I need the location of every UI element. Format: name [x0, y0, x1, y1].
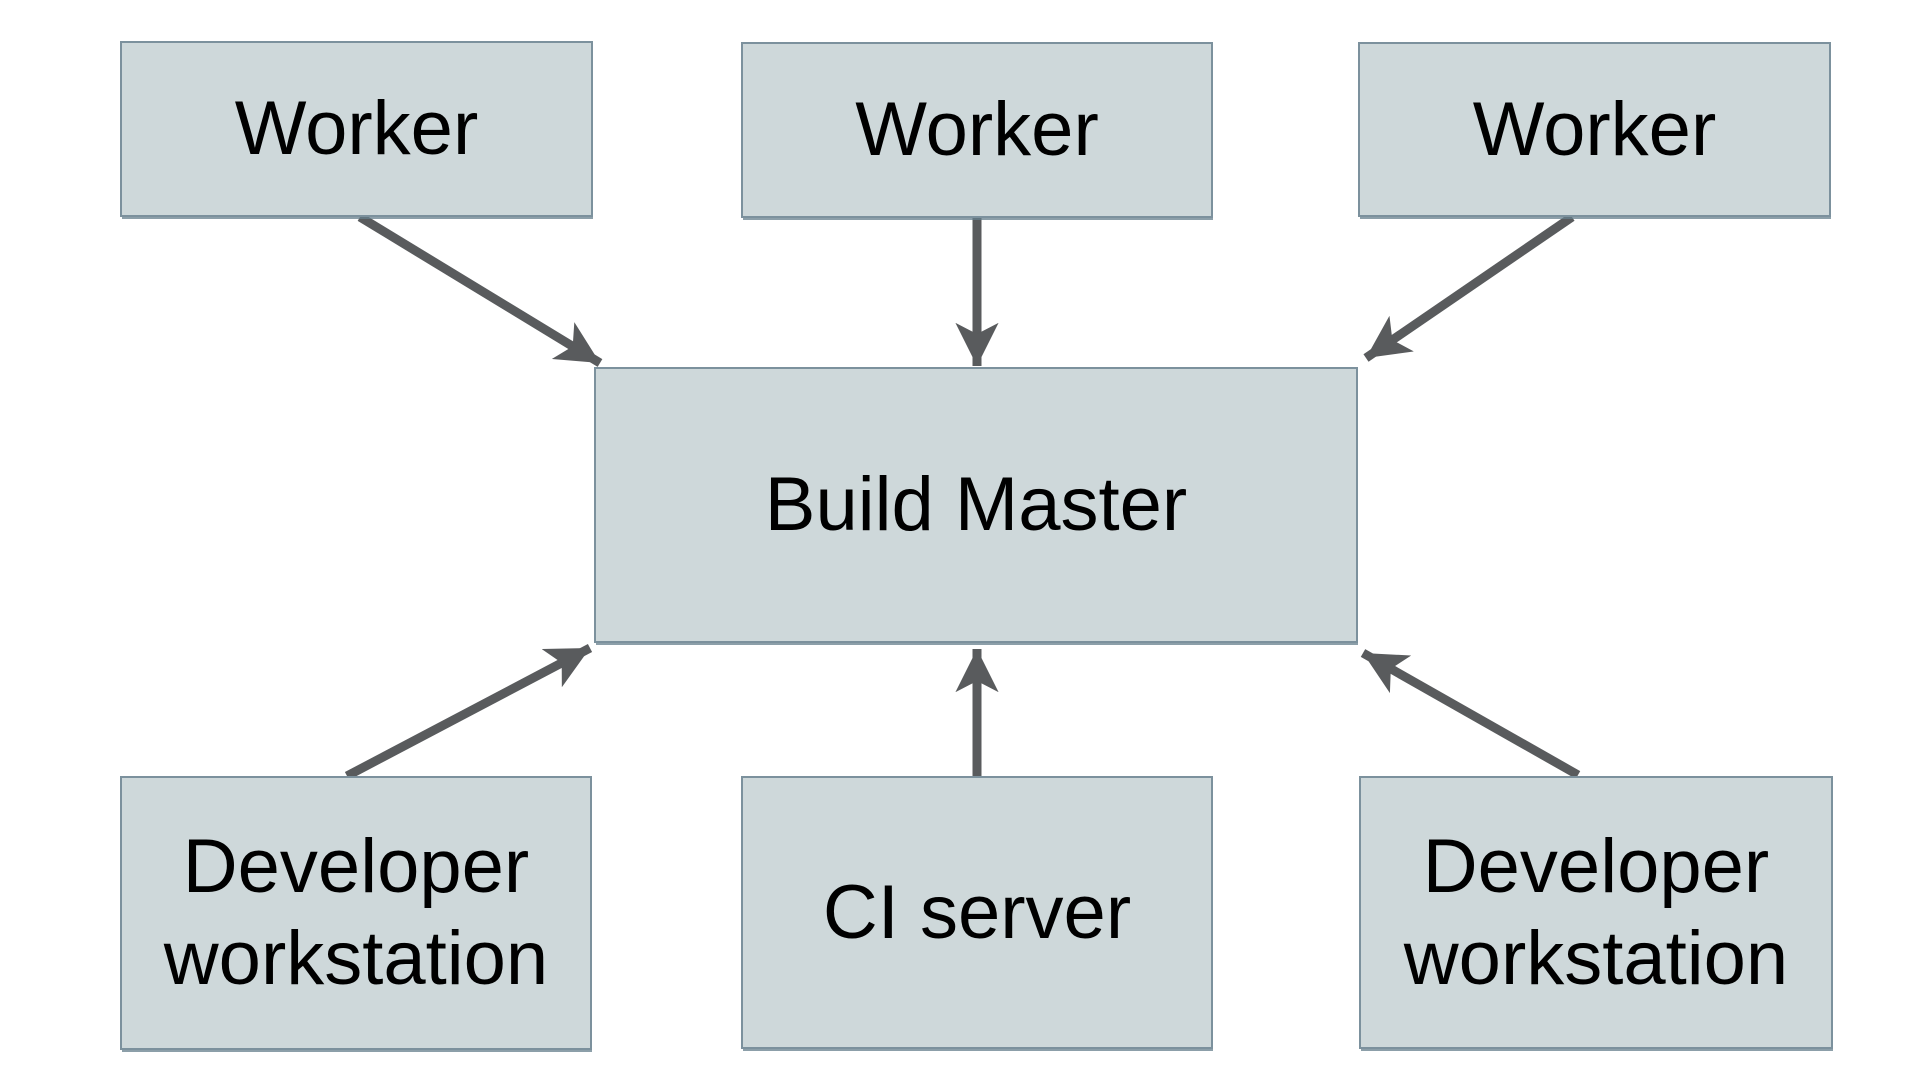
node-worker-3-label: Worker — [1472, 86, 1717, 172]
node-developer-workstation-right: Developer workstation — [1359, 776, 1833, 1049]
node-worker-1-label: Worker — [234, 86, 479, 172]
arrow-dev-workstation-right-to-build-master — [1360, 649, 1581, 779]
arrow-dev-workstation-left-to-build-master — [344, 644, 593, 780]
node-ci-server: CI server — [741, 776, 1213, 1049]
node-worker-2: Worker — [741, 42, 1213, 218]
node-developer-workstation-right-label: Developer workstation — [1403, 823, 1789, 1001]
arrow-worker-3-to-build-master — [1363, 213, 1575, 362]
node-worker-2-label: Worker — [855, 87, 1099, 173]
node-worker-3: Worker — [1358, 42, 1831, 217]
arrow-worker-1-to-build-master — [357, 213, 603, 367]
node-ci-server-label: CI server — [822, 869, 1132, 955]
node-worker-1: Worker — [120, 41, 593, 217]
node-developer-workstation-left-label: Developer workstation — [163, 824, 549, 1001]
node-build-master-label: Build Master — [764, 462, 1188, 548]
node-build-master: Build Master — [594, 367, 1358, 643]
node-developer-workstation-left: Developer workstation — [120, 776, 592, 1050]
